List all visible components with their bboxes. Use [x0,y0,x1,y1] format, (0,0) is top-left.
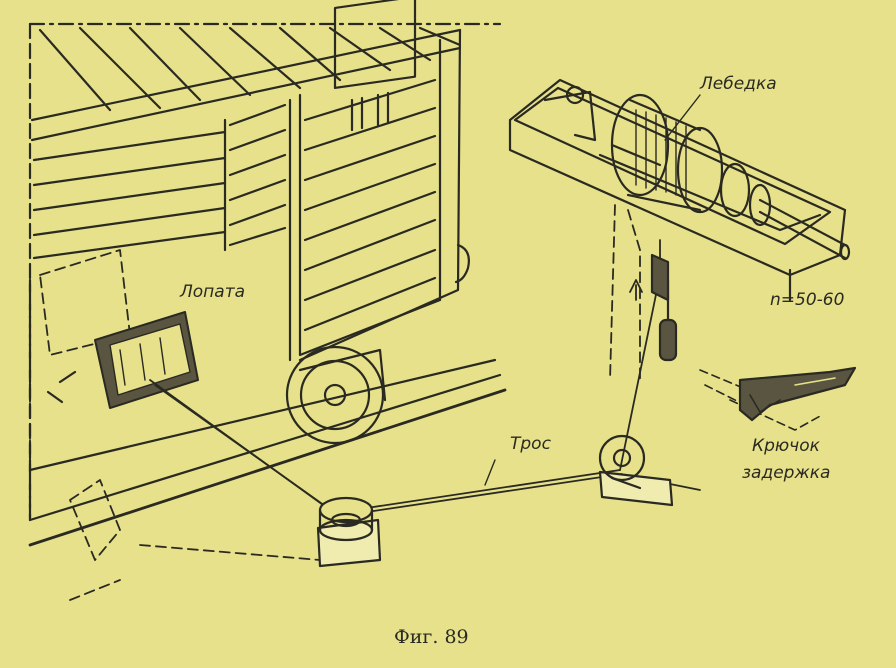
floor-pulley-left [316,496,382,568]
winch [508,78,851,362]
label-tros: Трос [510,434,551,454]
cable [149,239,701,517]
winch-guide [609,204,641,381]
shovel [46,311,199,409]
floor-pulley-right [598,434,674,507]
figure-caption: Фиг. 89 [394,626,469,648]
shovel-guides [29,249,341,601]
hook-latch [699,366,857,431]
label-zaderzhka: задержка [742,463,831,483]
label-lebedka: Лебедка [700,74,777,94]
label-lopata: Лопата [180,282,246,302]
wagon [28,0,507,547]
label-kryuchok: Крючок [752,436,820,456]
label-speed: n=50-60 [770,290,845,310]
